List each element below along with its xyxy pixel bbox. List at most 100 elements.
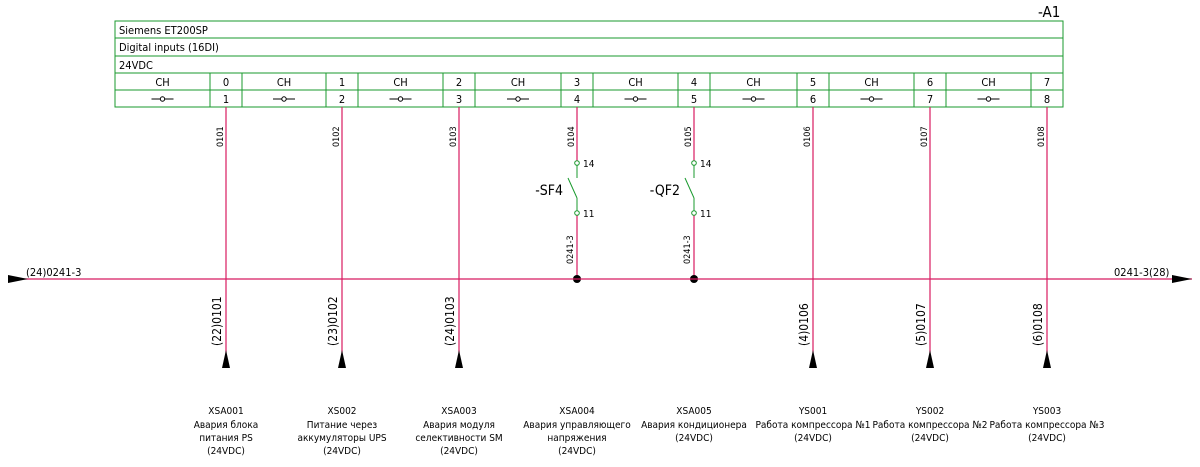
switch-pin-top: 14 [583,159,595,170]
channel-header: CH [277,76,291,89]
input-tag: YS003 [1032,406,1061,417]
module-designation: -A1 [1038,3,1060,21]
input-tag: XSA003 [441,406,476,417]
input-arrow [455,350,463,368]
channel-header: CH [511,76,525,89]
input-description: Питание через [307,420,378,431]
contact-symbol-node [985,96,992,102]
switch-name: -SF4 [535,183,563,199]
switch-terminal-bottom [691,210,697,216]
contact-symbol-node [159,96,166,102]
channel-header: CH [746,76,760,89]
io-module [114,20,1064,108]
input-tag: XSA001 [208,406,243,417]
wire-number: 0101 [216,126,226,147]
input-description: (24VDC) [1028,433,1066,444]
input-description: напряжения [547,433,606,444]
channel-number: 6 [927,76,933,89]
input-tag: XSA004 [559,406,595,417]
input-description: (24VDC) [207,446,245,457]
contact-symbol-node [868,96,875,102]
input-description: Авария модуля [423,420,495,431]
channel-pin: 7 [927,93,933,106]
wire-number: 0107 [920,126,930,147]
input-description: (24VDC) [794,433,832,444]
wire-number: 0106 [803,126,813,147]
input-tag: XS002 [327,406,356,417]
module-title: Siemens ET200SP [119,24,208,37]
channel-number: 5 [810,76,816,89]
channel-number: 3 [574,76,580,89]
contact-symbol-node [281,96,287,102]
bus-label-right: 0241-3(28) [1114,266,1169,279]
contact-symbol-node [632,96,639,102]
channel-header: CH [981,76,995,89]
channel-header: CH [155,76,169,89]
channel-pin: 8 [1044,93,1050,106]
wire-reference: (22)0101 [210,296,224,346]
input-tag: XSA005 [676,406,711,417]
input-arrow [809,350,817,368]
channel-header: CH [628,76,642,89]
channel-number: 4 [691,76,697,89]
wire-number: 0105 [684,126,694,147]
channel-pin: 5 [691,93,697,106]
switch-terminal-top [574,160,580,166]
module-voltage: 24VDC [119,59,153,72]
input-description: Работа компрессора №3 [989,419,1104,431]
input-description: селективности SM [415,433,502,444]
contact-symbol-node [750,96,757,102]
input-arrow [338,350,346,368]
wire-reference: (24)0103 [443,296,457,346]
wire-number: 0104 [567,126,577,147]
input-description: Работа компрессора №1 [755,419,870,431]
input-description: аккумуляторы UPS [297,433,386,444]
wire-number: 0241-3 [683,235,693,264]
wire-number: 0241-3 [566,235,576,264]
input-description: (24VDC) [323,446,361,457]
input-description: (24VDC) [911,433,949,444]
wire-reference: (4)0106 [797,303,811,346]
switch-blade [567,177,578,199]
channel-pin: 4 [574,93,580,106]
channel-pin: 1 [223,93,229,106]
channel-header: CH [393,76,407,89]
signal-wires: 0101(22)01010102(23)01020103(24)01030104… [210,107,1051,368]
wire-reference: (6)0108 [1031,303,1045,346]
input-arrow [1043,350,1051,368]
channel-pin: 3 [456,93,462,106]
contact-symbol-node [397,96,404,102]
input-description: Авария кондиционера [641,420,747,431]
bus-arrow-left [8,275,28,283]
input-description: (24VDC) [675,433,713,444]
input-description: (24VDC) [440,446,478,457]
input-tag: YS002 [915,406,944,417]
wire-number: 0108 [1037,126,1047,147]
bus-label-left: (24)0241-3 [26,266,81,279]
channel-number: 2 [456,76,462,89]
channel-header: CH [864,76,878,89]
input-description: Работа компрессора №2 [872,419,987,431]
input-description: (24VDC) [558,446,596,457]
switch-pin-bottom: 11 [583,209,594,220]
input-arrow [926,350,934,368]
switch-name: -QF2 [650,183,680,199]
input-description: Авария блока [194,419,259,431]
switch-terminal-bottom [574,210,580,216]
switch-pin-bottom: 11 [700,209,711,220]
common-bus: (24)0241-3 0241-3(28) [8,266,1192,283]
switch-terminal-top [691,160,697,166]
bus-arrow-right [1172,275,1192,283]
channel-number: 0 [223,76,229,89]
module-type: Digital inputs (16DI) [119,41,219,54]
switch-blade [684,177,695,199]
